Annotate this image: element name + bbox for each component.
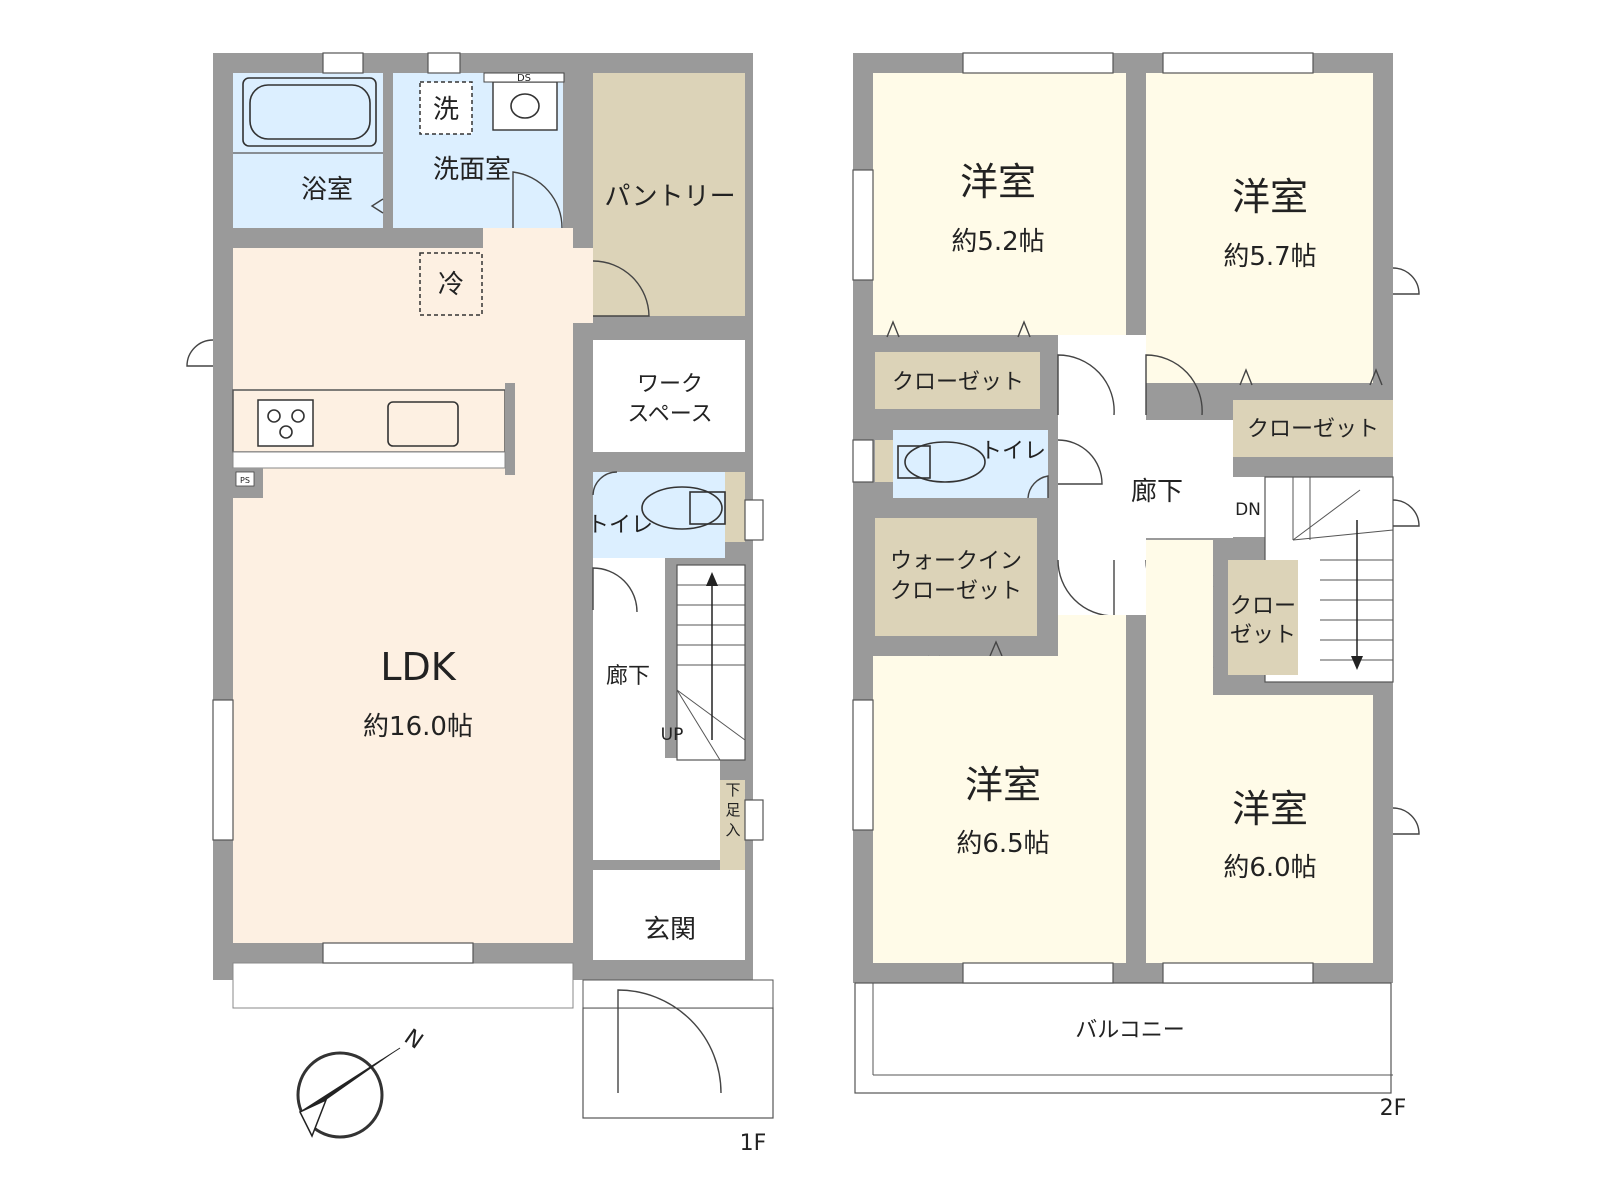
- stairs-up-label: UP: [661, 725, 684, 745]
- entrance: [593, 870, 745, 960]
- toilet-2f: [893, 430, 1048, 498]
- shoe-storage: [720, 780, 745, 840]
- pantry-door[interactable]: [592, 260, 650, 317]
- bathtub-inner: [249, 84, 371, 140]
- sink-basin: [510, 93, 540, 119]
- room-sw: [873, 656, 1126, 963]
- pantry: [593, 73, 745, 316]
- closet-small-label-1: クロー: [1230, 594, 1296, 619]
- front-door[interactable]: [617, 989, 722, 1094]
- closet-ne-label: クローゼット: [1247, 417, 1379, 442]
- floor-2: 洋室 約5.2帖 洋室 約5.7帖 クローゼット クローゼット トイレ 廊下: [852, 52, 1420, 1121]
- pantry-label: パントリー: [604, 182, 735, 212]
- toilet-1f: [593, 472, 725, 558]
- toilet-2f-label: トイレ: [980, 439, 1046, 464]
- svg-text:入: 入: [725, 821, 740, 839]
- hallway-1f: [593, 558, 665, 858]
- room-ne-name: 洋室: [1232, 175, 1308, 219]
- room-nw-size: 約5.2帖: [951, 227, 1044, 257]
- room-ne-door[interactable]: [1145, 354, 1203, 416]
- walkin-closet: [875, 518, 1037, 636]
- work-space-label-1: ワーク: [637, 372, 703, 397]
- room-nw: [873, 73, 1126, 335]
- closet-small-label-2: ゼット: [1230, 623, 1296, 648]
- toilet-2f-door[interactable]: [1027, 475, 1049, 499]
- washer-space: [419, 81, 473, 135]
- ds-label: DS: [517, 73, 531, 84]
- closet-nw: [875, 352, 1040, 409]
- ldk-window: [322, 942, 474, 964]
- closet-ne: [1233, 400, 1393, 457]
- toilet-icon: [641, 486, 723, 530]
- balcony-label: バルコニー: [1075, 1018, 1185, 1043]
- room-nw-name: 洋室: [960, 160, 1036, 204]
- room-ne: [1146, 73, 1373, 383]
- room-nw-door[interactable]: [1057, 354, 1115, 416]
- kitchen-sink-icon: [387, 401, 459, 447]
- compass-icon: N: [296, 1025, 427, 1139]
- stove-icon: [257, 399, 314, 447]
- stairs-1f[interactable]: [676, 564, 746, 761]
- room-sw-size: 約6.5帖: [956, 829, 1049, 859]
- bathroom-door[interactable]: [370, 198, 384, 214]
- porch: [582, 1007, 774, 1119]
- toilet-1f-label: トイレ: [587, 513, 653, 538]
- room-se-size: 約6.0帖: [1223, 853, 1316, 883]
- shoe-storage-label-1: 下: [725, 781, 740, 799]
- floor1-label: 1F: [740, 1131, 767, 1156]
- room-se-name: 洋室: [1232, 787, 1308, 831]
- room-se: [1146, 695, 1373, 963]
- toilet-1f-door[interactable]: [592, 471, 618, 496]
- room-sw-name: 洋室: [965, 763, 1041, 807]
- hallway-door[interactable]: [592, 567, 638, 613]
- bathroom: [233, 73, 383, 228]
- hallway-2f-label: 廊下: [1131, 477, 1183, 507]
- room-ne-size: 約5.7帖: [1223, 242, 1316, 272]
- ldk-size: 約16.0帖: [363, 712, 473, 742]
- work-space-label-2: スペース: [627, 402, 712, 427]
- closet-small: [1228, 560, 1298, 675]
- stairs-down-label: DN: [1235, 500, 1261, 520]
- sink-icon: [492, 81, 558, 131]
- toilet-2f-icon: [904, 441, 986, 483]
- bathroom-label: 浴室: [301, 175, 353, 205]
- bathtub-icon: [242, 77, 377, 147]
- washer-label: 洗: [433, 95, 459, 125]
- washroom-label: 洗面室: [433, 155, 511, 185]
- side-door-1f[interactable]: [186, 339, 214, 367]
- walkin-label-2: クローゼット: [890, 579, 1022, 604]
- washroom-door[interactable]: [512, 171, 563, 229]
- hallway-2f: [1058, 335, 1146, 615]
- terrace: [232, 962, 574, 1009]
- floor2-label: 2F: [1380, 1096, 1407, 1121]
- ldk-label: LDK: [380, 645, 456, 689]
- floor-1: 浴室 洗 DS 洗面室 パントリー 冷 PS LDK 約16.0帖: [186, 52, 774, 1156]
- compass-north-label: N: [399, 1025, 427, 1055]
- entrance-label: 玄関: [644, 915, 696, 945]
- hallway-1f-label: 廊下: [606, 664, 650, 689]
- fridge-label: 冷: [438, 270, 464, 300]
- fridge-space: [419, 252, 483, 316]
- ps-label: PS: [240, 476, 250, 485]
- closet-nw-label: クローゼット: [892, 370, 1024, 395]
- ldk: [233, 248, 573, 943]
- walkin-label-1: ウォークイン: [890, 549, 1022, 574]
- work-space: [593, 340, 745, 452]
- svg-text:足: 足: [725, 801, 740, 819]
